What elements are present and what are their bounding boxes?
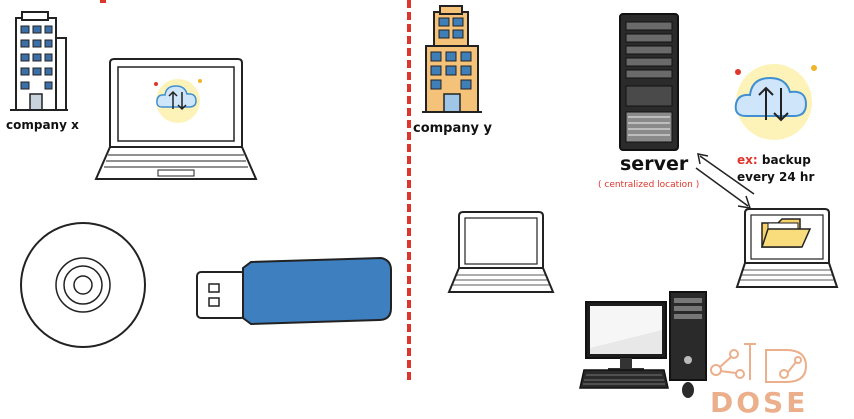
cd-disc-icon [20,222,146,348]
backup-prefix: ex: [737,153,758,167]
backup-line1: backup [761,153,811,167]
backup-line2: every 24 hr [737,170,815,184]
cloud-backup-icon [734,64,817,140]
top-red-mark [100,0,106,3]
sync-arrows-icon [695,153,755,209]
cloud-sync-icon [154,79,202,123]
server-rack-icon [619,13,679,151]
server-label: server [620,153,689,175]
laptop-plain-icon [447,211,555,293]
backup-label: ex: backup every 24 hr [737,152,814,186]
server-sublabel: ( centralized location ) [598,180,700,190]
folder-icon [760,218,812,248]
dose-logo-text: DOSE [710,386,808,419]
dashed-divider [407,0,411,380]
usb-drive-icon [196,256,392,326]
company-y-label: company y [413,121,492,136]
company-x-building-icon [10,11,68,111]
desktop-computer-icon [579,291,707,398]
company-y-building-icon [422,5,482,113]
dose-logo: DOSE [710,343,808,419]
company-x-label: company x [6,118,79,132]
